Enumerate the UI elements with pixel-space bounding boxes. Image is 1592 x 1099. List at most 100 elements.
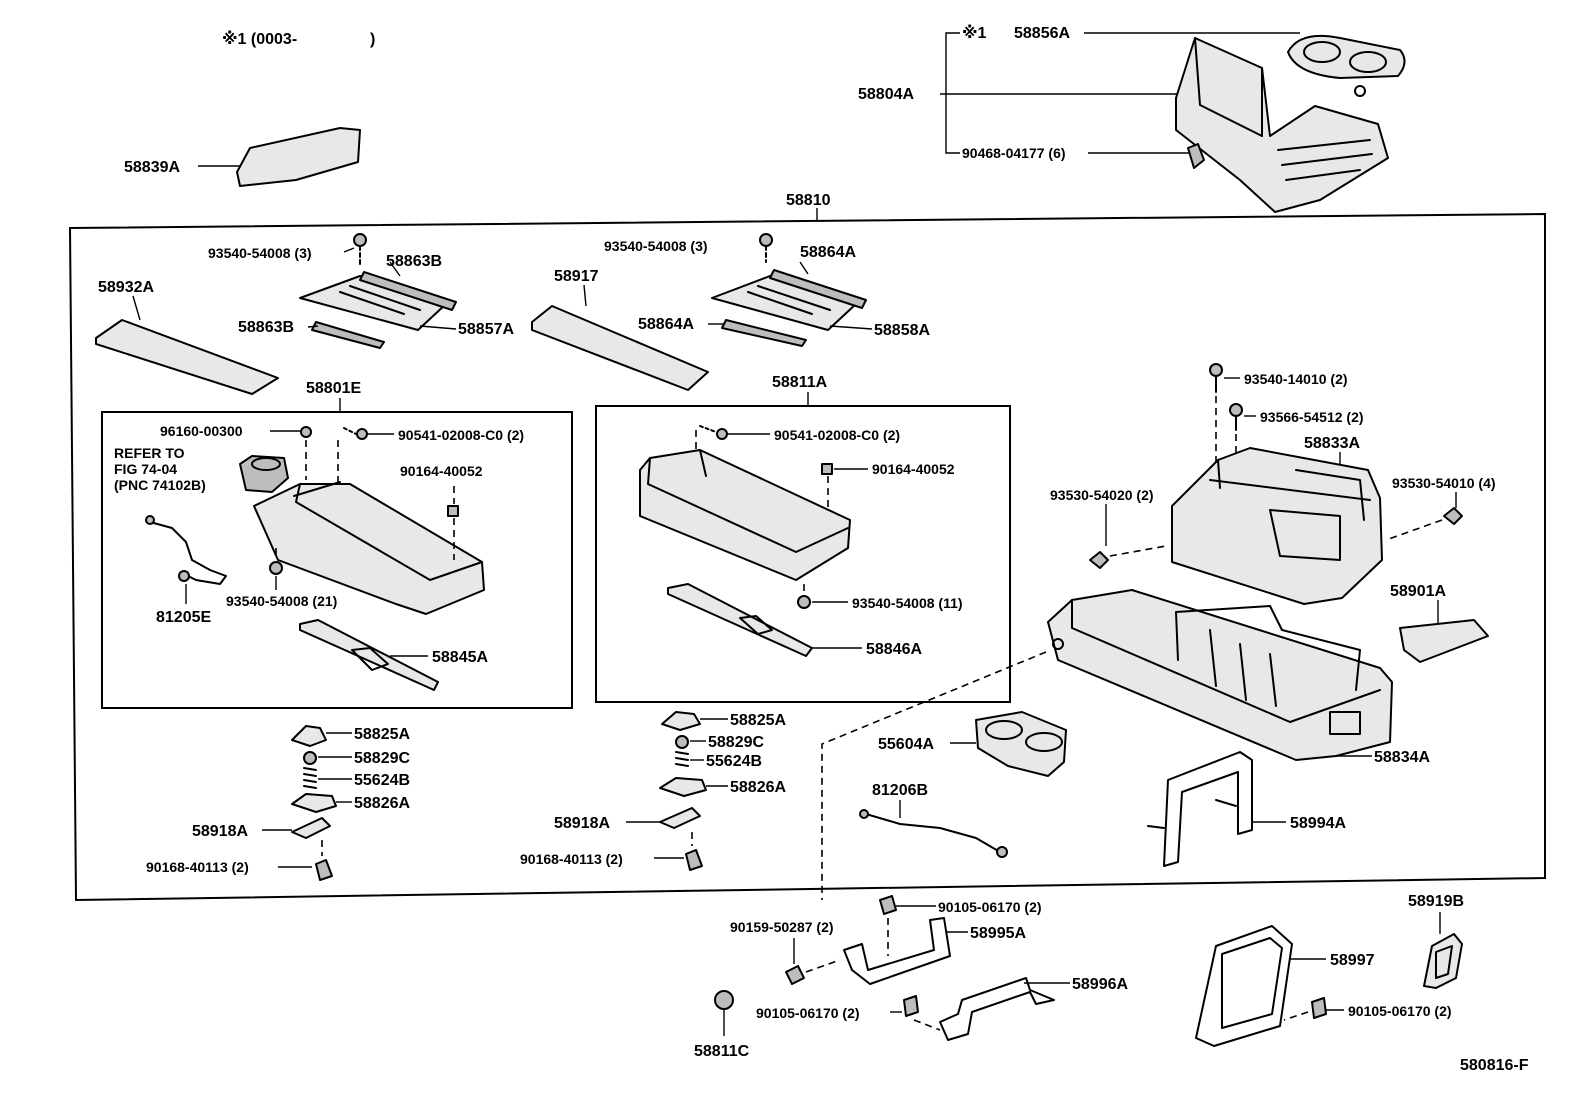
panel-58932A [95, 319, 279, 395]
bottom-brackets [714, 895, 1463, 1047]
trim-58919B [1423, 933, 1463, 989]
small-box-refer [239, 455, 289, 493]
label-93530-54010: 93530-54010 (4) [1392, 475, 1496, 491]
sub-frame-58801E [101, 398, 573, 709]
label-58825A-right: 58825A [730, 712, 786, 729]
knob-58825A-l [291, 725, 327, 747]
label-90105-06170-a: 90105-06170 (2) [938, 899, 1042, 915]
label-58845A: 58845A [432, 649, 488, 666]
label-93540-54008-3b: 93540-54008 (3) [604, 238, 708, 254]
label-90164-40052-b: 90164-40052 [872, 461, 955, 477]
middle-lid-group [531, 233, 873, 391]
cup-holder-55604A [950, 711, 1067, 777]
panel-58917 [531, 305, 709, 391]
box-58811A-contents [639, 425, 868, 657]
label-58918A-left: 58918A [192, 823, 248, 840]
label-58918A-right: 58918A [554, 815, 610, 832]
label-81206B: 81206B [872, 782, 928, 799]
screw-90105-06170-a [879, 895, 897, 915]
label-90105-06170-c: 90105-06170 (2) [1348, 1003, 1452, 1019]
label-55604A: 55604A [878, 736, 934, 753]
screw-90168-40113-l [315, 859, 333, 881]
tray-58801E [253, 483, 485, 615]
label-55624B-left: 55624B [354, 772, 410, 789]
label-58834A: 58834A [1374, 749, 1430, 766]
label-90105-06170-b: 90105-06170 (2) [756, 1005, 860, 1021]
rail-58864A-bottom [721, 319, 807, 347]
screw-93540-54008-a [353, 233, 367, 247]
spring-55624B-r [675, 751, 689, 767]
clip-90468-04177 [1187, 143, 1205, 169]
screw-90159-50287 [785, 965, 805, 985]
console-58833A [1171, 447, 1383, 605]
upper-console-58833A [1089, 363, 1463, 605]
refer-to-line3: (PNC 74102B) [114, 477, 206, 493]
bracket-58996A [939, 977, 1055, 1041]
lid-58839A [198, 127, 361, 187]
label-58995A: 58995A [970, 925, 1026, 942]
plate-58901A [1399, 600, 1489, 663]
left-knob-stack [262, 725, 352, 881]
upper-bezel-assembly [940, 32, 1406, 213]
screw-93540-54008-b [759, 233, 773, 247]
label-58825A-left: 58825A [354, 726, 410, 743]
label-90168-40113-right: 90168-40113 (2) [520, 851, 623, 867]
rail-58863B-bottom [311, 321, 385, 349]
label-93540-54008-3a: 93540-54008 (3) [208, 245, 312, 261]
tray-58811A [639, 449, 851, 581]
cap-58811C [714, 990, 734, 1010]
right-knob-stack [626, 711, 728, 871]
base-58826A-r [659, 777, 707, 797]
label-58811C: 58811C [694, 1043, 750, 1060]
label-58919B: 58919B [1408, 893, 1464, 910]
screw-93530-54010 [1443, 507, 1463, 525]
label-58829C-left: 58829C [354, 750, 410, 767]
label-55624B-right: 55624B [706, 753, 762, 770]
label-90164-40052-a: 90164-40052 [400, 463, 483, 479]
main-console-58834A [821, 589, 1393, 900]
screw-90168-40113-r [685, 849, 703, 871]
label-58857A: 58857A [458, 321, 514, 338]
screw-93540-54008-11 [797, 595, 811, 609]
label-58901A: 58901A [1390, 583, 1446, 600]
refer-to-line2: FIG 74-04 [114, 461, 177, 477]
wire-81206B [859, 800, 1008, 858]
label-90468-04177: 90468-04177 (6) [962, 145, 1066, 161]
fig-note: ※1 (0003- [222, 30, 297, 48]
knob-58825A-r [661, 711, 701, 731]
label-58864A-bottom: 58864A [638, 316, 694, 333]
label-93540-54008-11: 93540-54008 (11) [852, 595, 963, 611]
label-58917: 58917 [554, 268, 599, 285]
label-58863B-bottom: 58863B [238, 319, 294, 336]
label-58826A-right: 58826A [730, 779, 786, 796]
label-90541-02008-b: 90541-02008-C0 (2) [774, 427, 900, 443]
sub-frame-58811A [595, 392, 1011, 703]
screw-93540-54008-21 [269, 561, 283, 575]
left-lid-group [95, 233, 457, 395]
label-58846A: 58846A [866, 641, 922, 658]
label-58829C-right: 58829C [708, 734, 764, 751]
label-90168-40113-left: 90168-40113 (2) [146, 859, 249, 875]
cup-holder-58856A [1287, 34, 1406, 79]
cap-58829C-l [303, 751, 317, 765]
star-mark: ※1 [962, 24, 987, 42]
labels: ※1 (0003- ) ※1 58856A 58804A 90468-04177… [98, 24, 1529, 1074]
label-58810: 58810 [786, 192, 831, 209]
bracket-58846A [667, 583, 813, 657]
label-96160-00300: 96160-00300 [160, 423, 243, 439]
bracket-58918A-r [659, 807, 701, 829]
fig-note-close: ) [370, 31, 375, 48]
assembly-frame-58810 [68, 208, 1546, 902]
label-58804A: 58804A [858, 86, 914, 103]
wire-81205E [149, 521, 227, 585]
bracket-58845A [299, 619, 439, 691]
label-58863B-top: 58863B [386, 253, 442, 270]
bracket-58918A-l [291, 817, 331, 839]
box-58801E-contents [145, 426, 485, 691]
label-93566-54512: 93566-54512 (2) [1260, 409, 1364, 425]
refer-to-line1: REFER TO [114, 445, 185, 461]
screw-90105-06170-b [903, 995, 919, 1017]
label-58858A: 58858A [874, 322, 930, 339]
label-90541-02008-a: 90541-02008-C0 (2) [398, 427, 524, 443]
